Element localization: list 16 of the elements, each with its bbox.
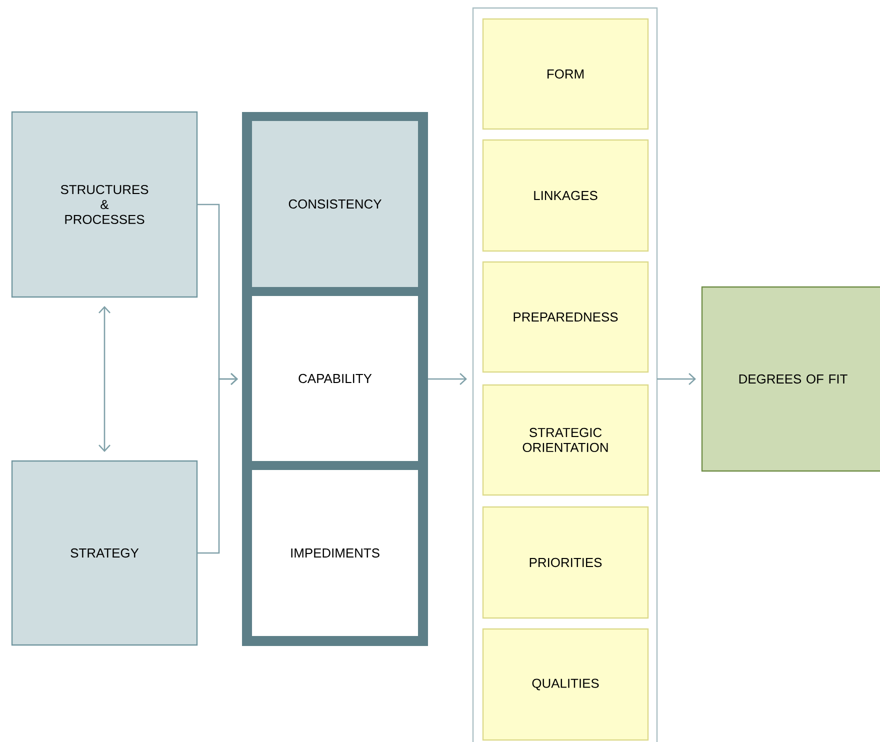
outcome-box: DEGREES OF FIT [701, 286, 880, 472]
factor-box: LINKAGES [482, 139, 649, 252]
process-box: STRATEGY [11, 460, 198, 646]
factor-box: FORM [482, 18, 649, 130]
arrow [428, 373, 467, 385]
arrow [657, 373, 696, 385]
factor-box: QUALITIES [482, 628, 649, 741]
factor-box: CONSISTENCY [252, 121, 418, 287]
process-box: STRUCTURES & PROCESSES [11, 111, 198, 298]
arrow [98, 306, 110, 452]
factor-box: PREPAREDNESS [482, 261, 649, 373]
factor-box: PRIORITIES [482, 506, 649, 619]
factor-box: STRATEGIC ORIENTATION [482, 384, 649, 496]
factor-box: IMPEDIMENTS [252, 470, 418, 636]
arrow [197, 373, 238, 554]
factor-box: CAPABILITY [252, 296, 418, 461]
